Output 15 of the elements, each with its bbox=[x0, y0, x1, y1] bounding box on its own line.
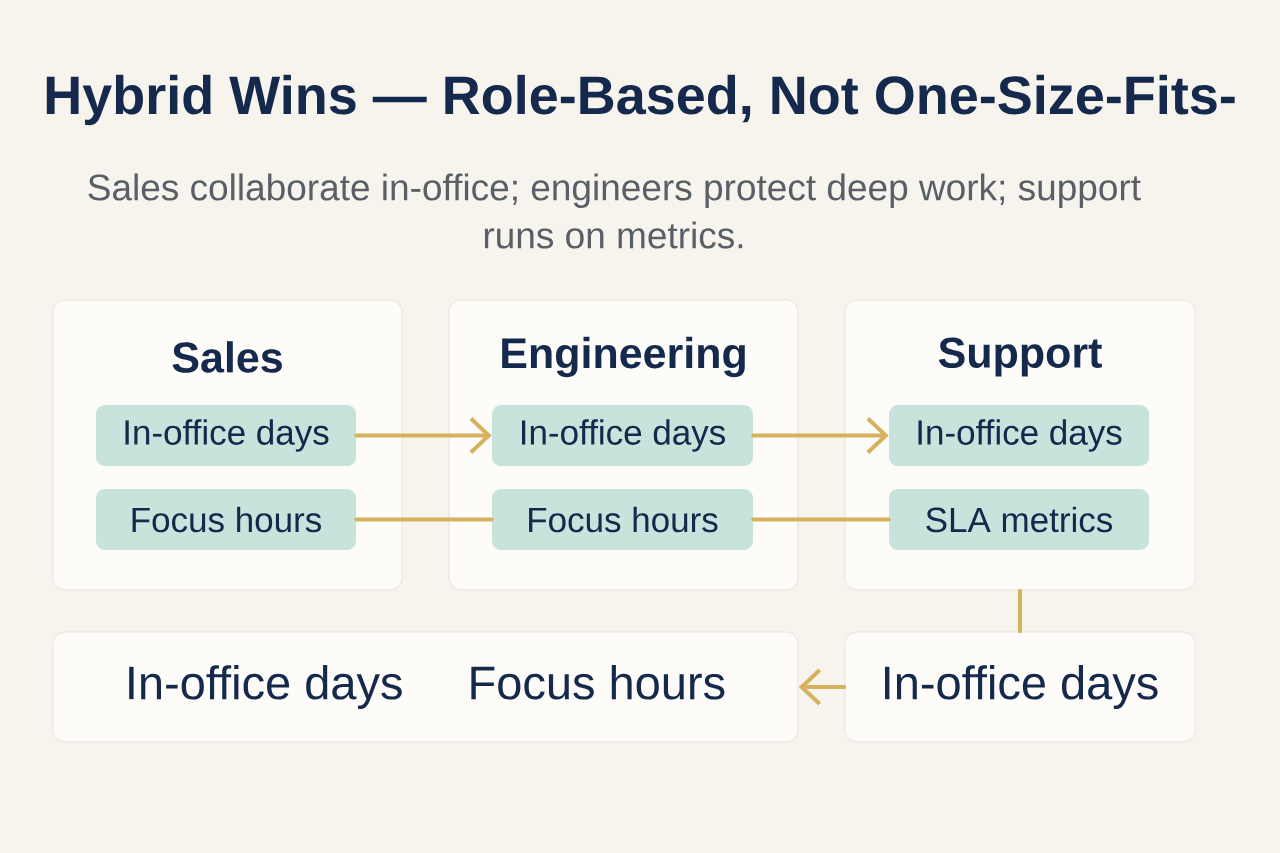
pill: In-office days bbox=[889, 405, 1149, 466]
connector-line bbox=[354, 517, 494, 522]
subtitle: Sales collaborate in-office; engineers protect deep work; support runs on metrics. bbox=[88, 173, 1141, 249]
pill: SLA metrics bbox=[889, 489, 1149, 550]
pill: Focus hours bbox=[492, 489, 753, 550]
arrow bbox=[751, 417, 889, 454]
pill: In-office days bbox=[492, 405, 753, 466]
pill: Focus hours bbox=[96, 489, 356, 550]
connector-line bbox=[751, 517, 891, 522]
title: Hybrid Wins — Role-Based, Not One-Size-Fits- bbox=[46, 74, 1235, 126]
box: In-office days bbox=[844, 631, 1196, 743]
box: In-office days Focus hours bbox=[52, 631, 799, 743]
pill: In-office days bbox=[96, 405, 356, 466]
connector-line bbox=[1018, 588, 1022, 634]
arrow bbox=[354, 417, 492, 454]
